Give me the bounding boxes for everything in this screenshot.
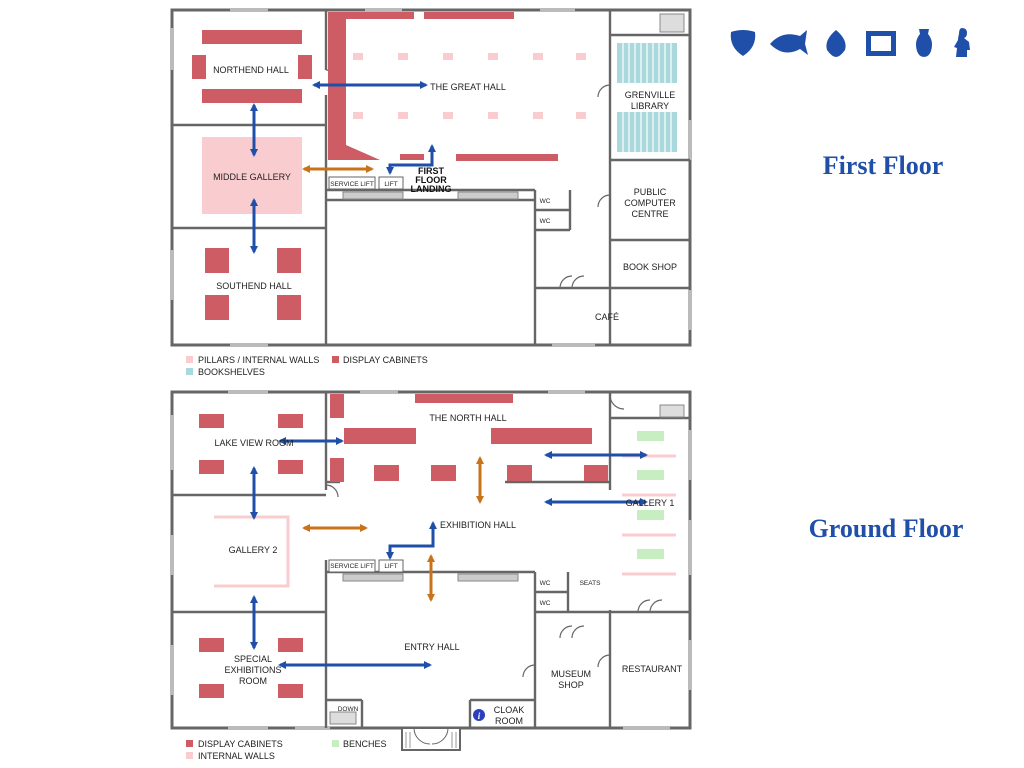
- room-special-line2: EXHIBITIONS: [224, 665, 281, 675]
- room-cloak-line2: ROOM: [495, 716, 523, 726]
- room-special-line3: ROOM: [239, 676, 267, 686]
- legend-swatch-cabinets: [186, 740, 193, 747]
- first-floor-arrows: [250, 81, 436, 254]
- room-restaurant: RESTAURANT: [622, 664, 683, 674]
- first-floor-outer-wall: [170, 8, 692, 347]
- landing-label-line1: FIRST: [418, 166, 445, 176]
- lift-label: LIFT: [384, 563, 397, 570]
- room-northend-hall: NORTHEND HALL: [213, 65, 289, 75]
- room-cafe: CAFÉ: [595, 312, 619, 322]
- fish-icon: [770, 30, 808, 55]
- vase-icon: [916, 29, 932, 57]
- info-icon-glyph: i: [478, 711, 481, 721]
- mask-icon: [730, 30, 756, 56]
- info-icon: [473, 709, 485, 721]
- seats-label: SEATS: [580, 580, 601, 587]
- first-floor-title: First Floor: [823, 151, 944, 180]
- room-special-line1: SPECIAL: [234, 654, 272, 664]
- legend-cabinets: DISPLAY CABINETS: [343, 355, 428, 365]
- room-museum-shop-line2: SHOP: [558, 680, 584, 690]
- north-hall-cabinets: [330, 394, 608, 482]
- lake-view-cabinets: [199, 414, 303, 474]
- room-gallery-2: GALLERY 2: [229, 545, 278, 555]
- gallery-1-benches: [637, 431, 664, 559]
- display-cabinet: [424, 12, 514, 19]
- legend-swatch-pillars: [186, 356, 193, 363]
- display-cabinet: [456, 154, 558, 161]
- ground-floor-legend: DISPLAY CABINETS BENCHES INTERNAL WALLS: [186, 739, 387, 761]
- legend-swatch-cabinets: [332, 356, 339, 363]
- frame-icon: [866, 31, 896, 56]
- legend-benches: BENCHES: [343, 739, 387, 749]
- legend-swatch-benches: [332, 740, 339, 747]
- ground-floor-stairs: [329, 404, 685, 725]
- legend-swatch-bookshelves: [186, 368, 193, 375]
- ground-floor-title: Ground Floor: [809, 514, 964, 543]
- room-public-computer-line1: PUBLIC: [634, 187, 667, 197]
- room-public-computer-line3: CENTRE: [631, 209, 668, 219]
- down-label: DOWN: [338, 706, 359, 713]
- legend-internal-walls: INTERNAL WALLS: [198, 751, 275, 761]
- lift: [378, 559, 404, 573]
- ground-floor-arrows: [250, 437, 648, 669]
- room-north-hall: THE NORTH HALL: [429, 413, 506, 423]
- legend-pillars: PILLARS / INTERNAL WALLS: [198, 355, 319, 365]
- wc-label: WC: [540, 218, 551, 225]
- room-grenville-library-line2: LIBRARY: [631, 101, 669, 111]
- northend-hall-cabinets: [192, 30, 312, 103]
- service-lift: [328, 559, 376, 573]
- legend-bookshelves: BOOKSHELVES: [198, 367, 265, 377]
- room-gallery-1: GALLERY 1: [626, 498, 675, 508]
- southend-hall-cabinets: [205, 248, 301, 320]
- display-cabinet: [346, 12, 414, 19]
- first-floor-stairs: [342, 13, 685, 200]
- collection-icons: [730, 28, 970, 57]
- display-cabinet: [400, 154, 424, 160]
- room-entry-hall: ENTRY HALL: [404, 642, 459, 652]
- room-public-computer-line2: COMPUTER: [624, 198, 676, 208]
- arrow-lift-exhibition: [386, 521, 437, 560]
- special-exhibitions-cabinets: [199, 638, 303, 698]
- room-grenville-library-line1: GRENVILLE: [625, 90, 676, 100]
- wc-label: WC: [540, 600, 551, 607]
- arrow-landing-greathall: [386, 144, 436, 175]
- legend-cabinets: DISPLAY CABINETS: [198, 739, 283, 749]
- room-southend-hall: SOUTHEND HALL: [216, 281, 292, 291]
- wc-label: WC: [540, 580, 551, 587]
- room-museum-shop-line1: MUSEUM: [551, 669, 591, 679]
- lift: [378, 176, 404, 190]
- room-great-hall: THE GREAT HALL: [430, 82, 506, 92]
- landing-label-line3: LANDING: [411, 184, 452, 194]
- lift-label: LIFT: [384, 181, 397, 188]
- legend-swatch-internal-walls: [186, 752, 193, 759]
- ground-floor-plan: i THE NORTH HALL LAKE VIEW ROOM GALLERY …: [170, 390, 692, 761]
- room-book-shop: BOOK SHOP: [623, 262, 677, 272]
- landing-label-line2: FLOOR: [415, 175, 447, 185]
- service-lift-label: SERVICE LIFT: [330, 181, 374, 188]
- room-cloak-line1: CLOAK: [494, 705, 525, 715]
- main-entrance: [401, 727, 461, 751]
- first-floor-internal-walls: [172, 10, 690, 345]
- service-lift-label: SERVICE LIFT: [330, 563, 374, 570]
- room-middle-gallery: MIDDLE GALLERY: [213, 172, 291, 182]
- room-exhibition-hall: EXHIBITION HALL: [440, 520, 516, 530]
- leaf-icon: [826, 30, 846, 57]
- great-hall-pillars: [353, 53, 586, 119]
- wc-label: WC: [540, 198, 551, 205]
- first-floor-plan: NORTHEND HALL THE GREAT HALL MIDDLE GALL…: [170, 8, 692, 377]
- service-lift: [328, 176, 376, 190]
- statue-icon: [954, 28, 970, 57]
- room-lake-view: LAKE VIEW ROOM: [214, 438, 293, 448]
- first-floor-legend: PILLARS / INTERNAL WALLS DISPLAY CABINET…: [186, 355, 428, 377]
